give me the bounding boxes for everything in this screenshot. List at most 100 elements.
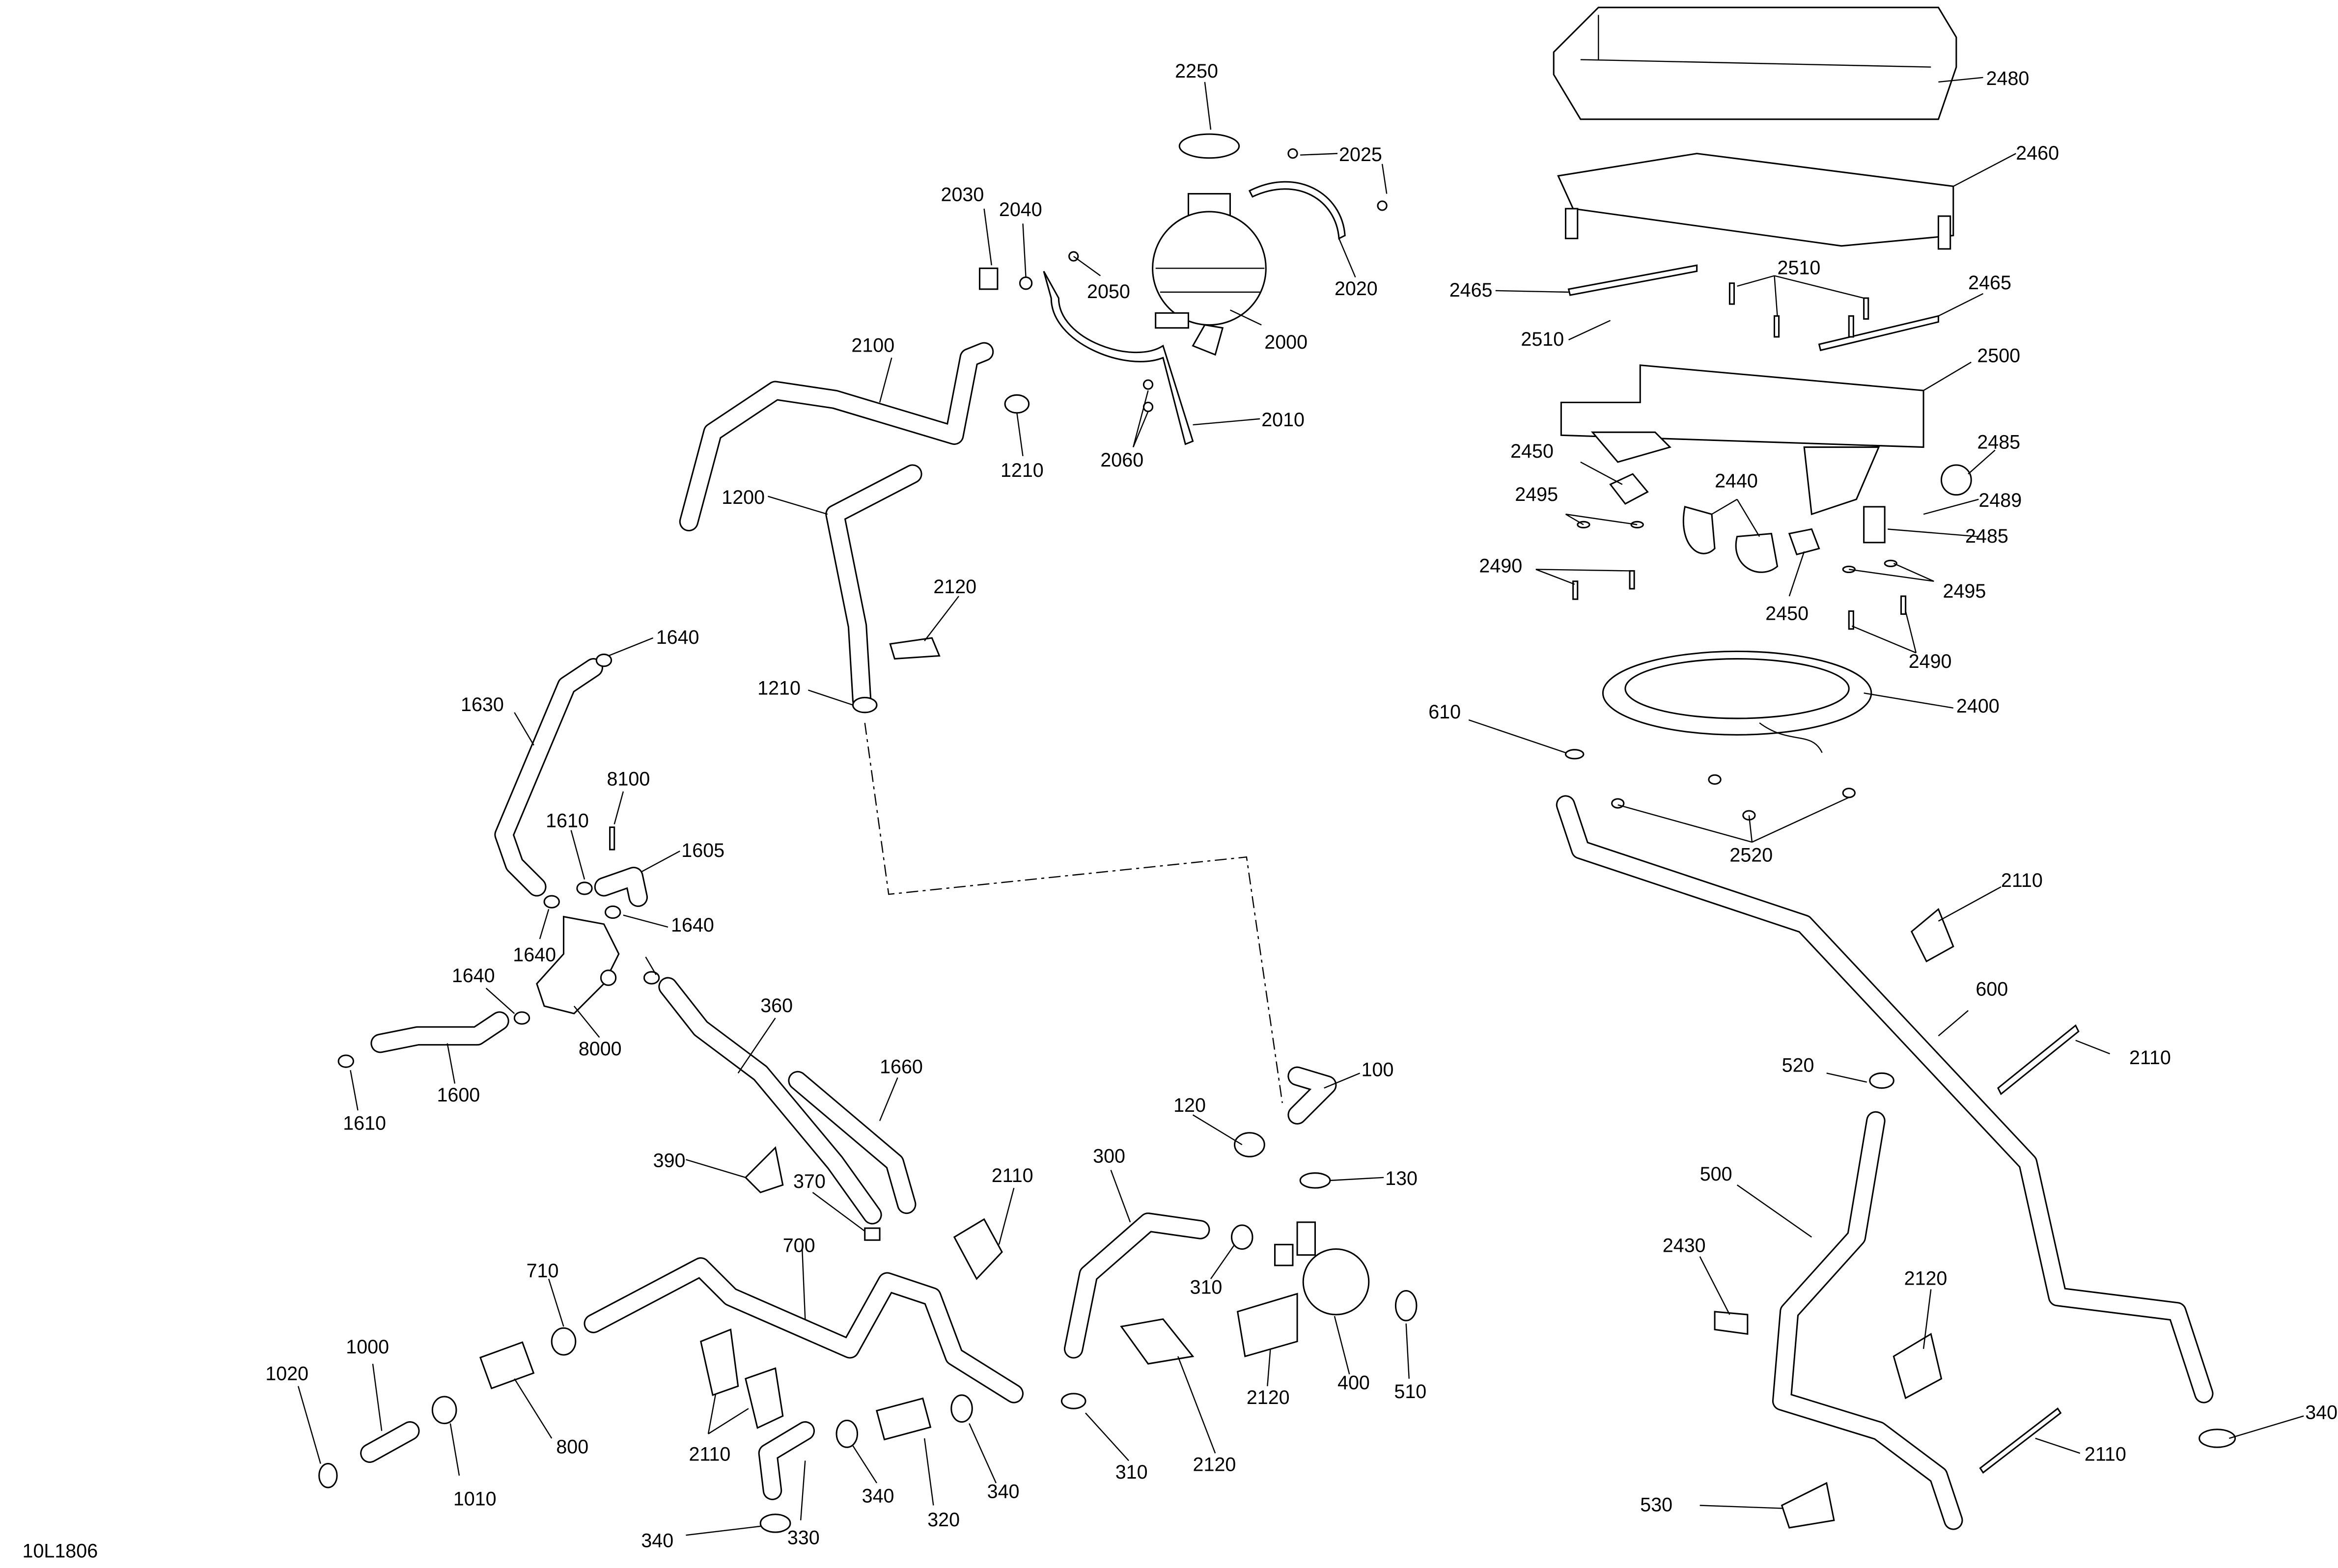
callout-530: 530 bbox=[1640, 1494, 1672, 1516]
callout-1610-mid: 1610 bbox=[546, 810, 589, 832]
callout-2110-low: 2110 bbox=[689, 1443, 731, 1465]
callout-2110-mid: 2110 bbox=[992, 1165, 1033, 1186]
hose-1200 bbox=[825, 464, 922, 711]
callout-2110-right-top: 2110 bbox=[2001, 870, 2043, 891]
callout-2120-top: 2120 bbox=[933, 576, 976, 598]
callout-330: 330 bbox=[787, 1527, 820, 1548]
callout-1600: 1600 bbox=[437, 1084, 480, 1106]
callout-2485-low: 2485 bbox=[1965, 525, 2008, 547]
mounting-brackets bbox=[1567, 264, 1939, 352]
callout-2510-top: 2510 bbox=[1778, 257, 1821, 278]
callout-2120-pump: 2120 bbox=[1247, 1387, 1290, 1408]
coolant-reservoir bbox=[1152, 133, 1267, 356]
callout-1210-top: 1210 bbox=[1001, 460, 1044, 481]
callout-2495-right: 2495 bbox=[1943, 580, 1986, 602]
callout-1640-right: 1640 bbox=[671, 914, 714, 936]
callout-2520: 2520 bbox=[1729, 844, 1773, 866]
callout-2489: 2489 bbox=[1978, 490, 2022, 511]
callout-100: 100 bbox=[1362, 1059, 1394, 1080]
hose-1660 bbox=[788, 1071, 917, 1214]
callout-310-mid: 310 bbox=[1190, 1277, 1223, 1298]
hose-1605 bbox=[594, 866, 648, 907]
callout-1000: 1000 bbox=[346, 1336, 389, 1358]
callout-340-a: 340 bbox=[862, 1485, 894, 1507]
callout-2450-low: 2450 bbox=[1765, 603, 1809, 625]
callout-1200: 1200 bbox=[722, 487, 765, 508]
callout-2020: 2020 bbox=[1335, 278, 1378, 300]
callout-2450-top: 2450 bbox=[1510, 440, 1554, 462]
callout-310-low: 310 bbox=[1115, 1461, 1148, 1483]
callout-700: 700 bbox=[783, 1235, 815, 1257]
callout-2050: 2050 bbox=[1087, 281, 1130, 303]
leader-lines bbox=[297, 77, 2304, 1536]
callout-370: 370 bbox=[793, 1171, 826, 1192]
hose-600 bbox=[1556, 795, 2214, 1403]
callout-1640-left: 1640 bbox=[513, 944, 556, 966]
air-box-cover bbox=[1553, 6, 1957, 120]
hose-1600 bbox=[370, 1011, 509, 1053]
fan-shroud-support bbox=[1560, 364, 1924, 516]
callout-2510-left: 2510 bbox=[1521, 329, 1564, 350]
connection-dashed-line bbox=[864, 722, 1283, 1103]
callout-520: 520 bbox=[1782, 1054, 1814, 1076]
callout-labels: 2250 2025 2030 2040 2050 2020 2000 2100 … bbox=[23, 60, 2338, 1562]
callout-8000: 8000 bbox=[579, 1038, 622, 1060]
callout-510: 510 bbox=[1394, 1381, 1426, 1403]
callout-2100: 2100 bbox=[851, 334, 894, 356]
callout-2110-right-low: 2110 bbox=[2085, 1443, 2126, 1465]
callout-300: 300 bbox=[1093, 1145, 1125, 1167]
callout-2120-low: 2120 bbox=[1193, 1454, 1236, 1476]
callout-1640-lower: 1640 bbox=[452, 965, 495, 987]
callout-2480: 2480 bbox=[1986, 68, 2030, 89]
callout-2495-left: 2495 bbox=[1515, 484, 1558, 505]
fan-hardware bbox=[1572, 282, 1972, 630]
hose-500 bbox=[1772, 1111, 1963, 1530]
hose-700 bbox=[584, 1257, 1024, 1403]
hose-100 bbox=[1287, 1066, 1337, 1125]
callout-2010: 2010 bbox=[1261, 409, 1305, 431]
callout-2400: 2400 bbox=[1956, 695, 2000, 717]
callout-2040: 2040 bbox=[999, 199, 1042, 220]
callout-1660: 1660 bbox=[880, 1056, 923, 1077]
callout-340-b: 340 bbox=[987, 1481, 1020, 1502]
callout-2110-right-mid: 2110 bbox=[2129, 1047, 2171, 1069]
callout-2485-top: 2485 bbox=[1977, 432, 2020, 453]
callout-2000: 2000 bbox=[1264, 331, 1308, 353]
callout-2500: 2500 bbox=[1977, 345, 2020, 367]
callout-1010: 1010 bbox=[453, 1488, 497, 1510]
radiator bbox=[1557, 153, 1954, 250]
hose-1630 bbox=[494, 658, 603, 897]
callout-600: 600 bbox=[1976, 978, 2008, 1000]
callout-2465-right: 2465 bbox=[1968, 272, 2011, 294]
callout-2120-right: 2120 bbox=[1904, 1267, 1948, 1289]
hose-1000 bbox=[360, 1421, 420, 1463]
reference-code: 10L1806 bbox=[23, 1540, 98, 1562]
hose-330 bbox=[758, 1421, 815, 1500]
callout-2250: 2250 bbox=[1175, 60, 1218, 82]
callout-2460: 2460 bbox=[2016, 142, 2059, 164]
callout-1630: 1630 bbox=[461, 694, 504, 715]
callout-1640-top: 1640 bbox=[656, 627, 699, 648]
callout-1210-mid: 1210 bbox=[757, 677, 801, 699]
cooling-fan bbox=[1564, 650, 1872, 821]
hose-2100 bbox=[679, 342, 994, 532]
callout-130: 130 bbox=[1385, 1168, 1418, 1189]
callout-390: 390 bbox=[653, 1150, 686, 1172]
callout-2430: 2430 bbox=[1663, 1235, 1706, 1257]
clamps-left bbox=[337, 394, 1030, 1068]
callout-1020: 1020 bbox=[265, 1363, 308, 1385]
callout-340-right: 340 bbox=[2305, 1402, 2338, 1423]
callout-2465-left: 2465 bbox=[1449, 279, 1493, 301]
callout-710: 710 bbox=[527, 1260, 559, 1282]
callout-500: 500 bbox=[1700, 1163, 1732, 1185]
callout-8100: 8100 bbox=[607, 769, 650, 790]
callout-2490-left: 2490 bbox=[1479, 555, 1522, 577]
control-valve bbox=[536, 915, 620, 1015]
callout-2490-right: 2490 bbox=[1909, 651, 1952, 672]
pump-and-clamps bbox=[318, 1072, 2236, 1533]
callout-400: 400 bbox=[1337, 1372, 1370, 1394]
callout-1610-low: 1610 bbox=[343, 1113, 386, 1134]
callout-2025: 2025 bbox=[1339, 144, 1382, 165]
callout-2060: 2060 bbox=[1100, 449, 1143, 471]
